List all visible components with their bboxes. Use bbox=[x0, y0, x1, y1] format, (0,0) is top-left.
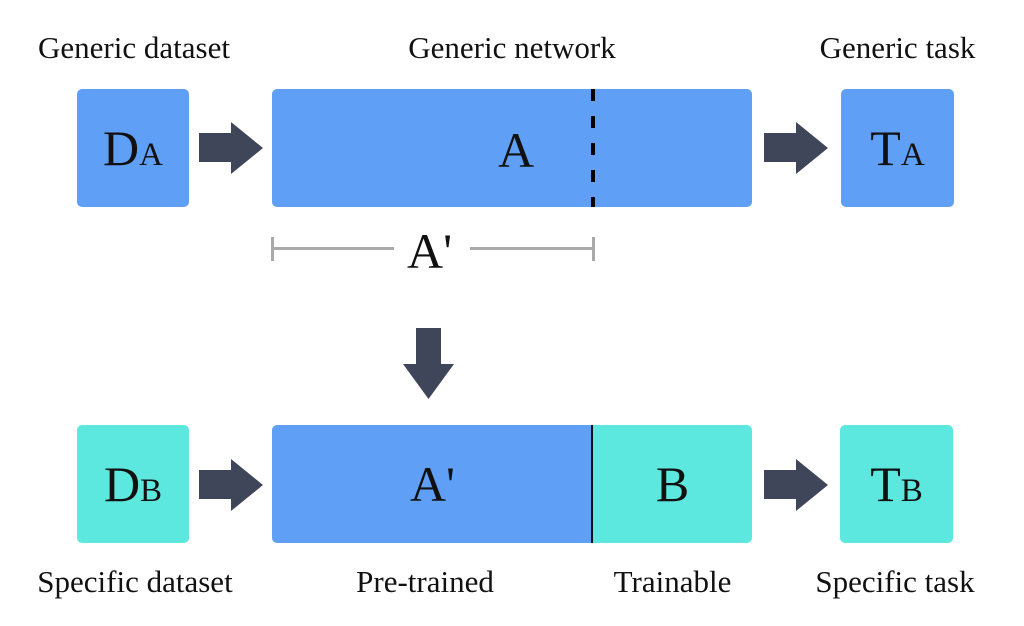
split-point-solid-line bbox=[591, 425, 593, 543]
caption-specific-dataset: Specific dataset bbox=[37, 564, 233, 599]
right-arrow-icon bbox=[199, 122, 263, 174]
generic-task-symbol: TA bbox=[870, 120, 925, 176]
right-arrow-icon bbox=[764, 122, 828, 174]
caption-pretrained: Pre-trained bbox=[356, 564, 494, 599]
caption-generic-dataset: Generic dataset bbox=[38, 30, 230, 65]
generic-dataset-box: DA bbox=[77, 89, 189, 207]
generic-network-label: A bbox=[498, 122, 535, 178]
bracket-label: A' bbox=[407, 223, 453, 279]
down-arrow-icon bbox=[403, 328, 454, 399]
specific-task-symbol: TB bbox=[870, 456, 923, 512]
specific-task-box: TB bbox=[840, 425, 953, 543]
bracket-right-end bbox=[592, 237, 595, 261]
caption-generic-network: Generic network bbox=[408, 30, 616, 65]
generic-network-box: A bbox=[272, 89, 752, 207]
specific-dataset-symbol: DB bbox=[103, 456, 163, 512]
caption-trainable: Trainable bbox=[613, 564, 732, 599]
pretrained-block: A' bbox=[272, 425, 593, 543]
caption-specific-task: Specific task bbox=[815, 564, 975, 599]
generic-task-box: TA bbox=[841, 89, 954, 207]
trainable-label: B bbox=[655, 456, 690, 512]
bracket-right-line bbox=[470, 247, 594, 250]
right-arrow-icon bbox=[199, 459, 263, 511]
pretrained-label: A' bbox=[409, 456, 456, 512]
trainable-block: B bbox=[593, 425, 752, 543]
right-arrow-icon bbox=[764, 459, 828, 511]
generic-dataset-symbol: DA bbox=[103, 120, 163, 176]
specific-dataset-box: DB bbox=[77, 425, 189, 543]
bracket-left-line bbox=[272, 247, 394, 250]
caption-generic-task: Generic task bbox=[819, 30, 976, 65]
split-point-dashed-line bbox=[591, 89, 595, 207]
